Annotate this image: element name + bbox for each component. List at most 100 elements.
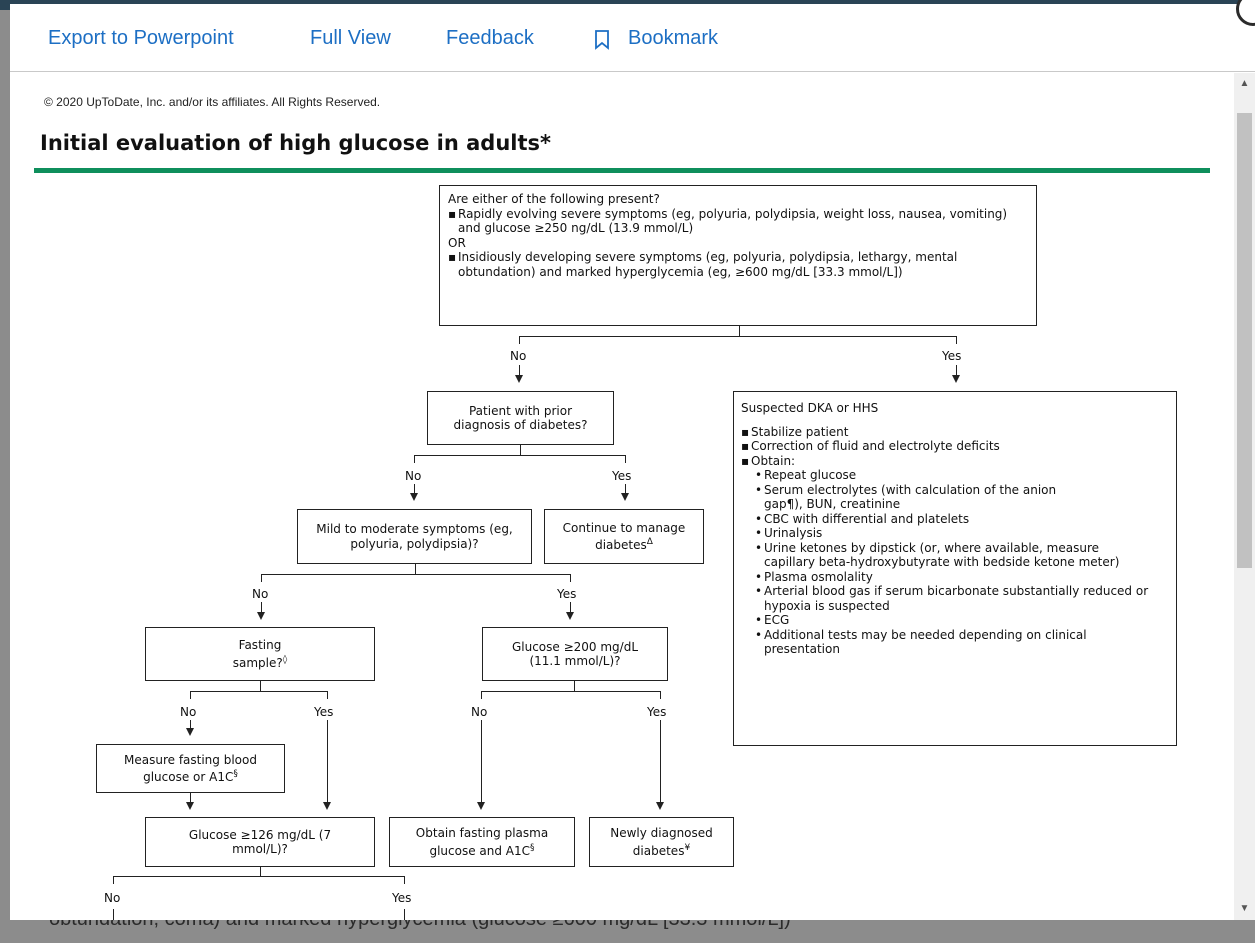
measure-fasting-text: Measure fasting blood glucose or A1C bbox=[124, 752, 257, 785]
close-modal-button[interactable] bbox=[1236, 0, 1255, 26]
arrow bbox=[656, 802, 664, 810]
connector bbox=[570, 574, 571, 582]
fasting-sample-wrap: Fasting sample?◊ bbox=[215, 638, 305, 670]
dka-subitem: Arterial blood gas if serum bicarbonate … bbox=[741, 584, 1171, 613]
fasting-sample-box: Fasting sample?◊ bbox=[145, 627, 375, 681]
prior-diagnosis-box: Patient with prior diagnosis of diabetes… bbox=[427, 391, 614, 445]
connector bbox=[190, 720, 191, 729]
modal-toolbar: Export to Powerpoint Full View Feedback … bbox=[10, 4, 1255, 72]
initial-question-box: Are either of the following present? Rap… bbox=[439, 185, 1037, 326]
dka-subitem: Repeat glucose bbox=[741, 468, 1169, 483]
arrow bbox=[186, 728, 194, 736]
arrow bbox=[410, 493, 418, 501]
dka-heading: Suspected DKA or HHS bbox=[741, 401, 879, 415]
scroll-down-icon[interactable]: ▼ bbox=[1239, 903, 1250, 914]
connector bbox=[481, 691, 661, 692]
initial-question-item: Insidiously developing severe symptoms (… bbox=[448, 250, 1028, 279]
connector bbox=[956, 336, 957, 344]
connector bbox=[519, 336, 520, 344]
connector bbox=[190, 691, 191, 699]
dka-item: Stabilize patient bbox=[741, 425, 1169, 440]
connector bbox=[520, 445, 521, 455]
continue-manage-wrap: Continue to manage diabetesΔ bbox=[559, 521, 689, 553]
scroll-up-icon[interactable]: ▲ bbox=[1239, 78, 1250, 89]
arrow bbox=[515, 375, 523, 383]
connector bbox=[574, 681, 575, 691]
dka-item: Correction of fluid and electrolyte defi… bbox=[741, 439, 1169, 454]
branch-label-yes: Yes bbox=[942, 349, 962, 363]
branch-label-yes: Yes bbox=[392, 891, 412, 905]
newly-diagnosed-box: Newly diagnosed diabetes¥ bbox=[589, 817, 734, 867]
continue-manage-text: Continue to manage diabetes bbox=[562, 520, 686, 553]
branch-label-no: No bbox=[510, 349, 527, 363]
connector bbox=[327, 691, 328, 699]
branch-label-yes: Yes bbox=[557, 587, 577, 601]
arrow bbox=[566, 612, 574, 620]
branch-label-yes: Yes bbox=[647, 705, 667, 719]
obtain-fasting-box: Obtain fasting plasma glucose and A1C§ bbox=[389, 817, 575, 867]
bookmark-link[interactable]: Bookmark bbox=[628, 27, 719, 49]
initial-question-item: Rapidly evolving severe symptoms (eg, po… bbox=[448, 207, 1028, 236]
figure-title: Initial evaluation of high glucose in ad… bbox=[40, 131, 551, 155]
branch-label-no: No bbox=[104, 891, 121, 905]
connector bbox=[625, 484, 626, 494]
dka-item: Obtain: bbox=[741, 454, 1169, 469]
connector bbox=[261, 574, 571, 575]
obtain-fasting-footnote: § bbox=[530, 842, 535, 853]
connector bbox=[113, 876, 114, 884]
initial-question-heading: Are either of the following present? bbox=[448, 192, 660, 206]
connector bbox=[519, 336, 957, 337]
connector bbox=[570, 602, 571, 613]
connector bbox=[260, 681, 261, 691]
bookmark-icon[interactable] bbox=[592, 29, 612, 51]
dka-subitem: Plasma osmolality bbox=[741, 570, 1169, 585]
dka-subitem: Urine ketones by dipstick (or, where ava… bbox=[741, 541, 1136, 570]
branch-label-no: No bbox=[405, 469, 422, 483]
connector bbox=[261, 574, 262, 582]
arrow bbox=[257, 612, 265, 620]
newly-diagnosed-text: Newly diagnosed diabetes bbox=[610, 826, 713, 858]
feedback-link[interactable]: Feedback bbox=[446, 27, 534, 49]
fasting-sample-text: Fasting sample? bbox=[232, 638, 283, 670]
connector bbox=[404, 876, 405, 884]
arrow bbox=[621, 493, 629, 501]
export-powerpoint-link[interactable]: Export to Powerpoint bbox=[48, 27, 234, 49]
prior-diagnosis-text: Patient with prior diagnosis of diabetes… bbox=[453, 403, 588, 433]
mild-symptoms-box: Mild to moderate symptoms (eg, polyuria,… bbox=[297, 509, 532, 564]
vertical-scrollbar[interactable]: ▲ ▼ bbox=[1234, 73, 1255, 920]
connector bbox=[519, 365, 520, 376]
measure-fasting-wrap: Measure fasting blood glucose or A1C§ bbox=[106, 753, 276, 785]
dka-hhs-box: Suspected DKA or HHS Stabilize patient C… bbox=[733, 391, 1177, 746]
connector bbox=[660, 691, 661, 699]
newly-diagnosed-footnote: ¥ bbox=[684, 842, 691, 853]
copyright-text: © 2020 UpToDate, Inc. and/or its affilia… bbox=[44, 95, 381, 109]
measure-fasting-box: Measure fasting blood glucose or A1C§ bbox=[96, 744, 285, 793]
measure-fasting-footnote: § bbox=[233, 769, 238, 779]
scrollbar-thumb[interactable] bbox=[1237, 113, 1252, 568]
figure-content: © 2020 UpToDate, Inc. and/or its affilia… bbox=[10, 73, 1234, 920]
branch-label-yes: Yes bbox=[314, 705, 334, 719]
full-view-link[interactable]: Full View bbox=[310, 27, 391, 49]
continue-manage-box: Continue to manage diabetesΔ bbox=[544, 509, 704, 564]
dka-subitem: CBC with differential and platelets bbox=[741, 512, 1169, 527]
arrow bbox=[186, 802, 194, 810]
dka-subitem: Urinalysis bbox=[741, 526, 1169, 541]
connector bbox=[327, 720, 328, 803]
glucose-126-text: Glucose ≥126 mg/dL (7 mmol/L)? bbox=[188, 827, 332, 857]
mild-symptoms-text: Mild to moderate symptoms (eg, polyuria,… bbox=[316, 522, 513, 551]
glucose-200-box: Glucose ≥200 mg/dL (11.1 mmol/L)? bbox=[482, 627, 668, 681]
arrow bbox=[477, 802, 485, 810]
branch-label-no: No bbox=[180, 705, 197, 719]
branch-label-yes: Yes bbox=[612, 469, 632, 483]
connector bbox=[404, 909, 405, 920]
branch-label-no: No bbox=[471, 705, 488, 719]
branch-label-no: No bbox=[252, 587, 269, 601]
glucose-126-box: Glucose ≥126 mg/dL (7 mmol/L)? bbox=[145, 817, 375, 867]
connector bbox=[414, 455, 415, 463]
connector bbox=[113, 876, 405, 877]
dka-subitem: Serum electrolytes (with calculation of … bbox=[741, 483, 1081, 512]
connector bbox=[739, 326, 740, 336]
figure-modal: Export to Powerpoint Full View Feedback … bbox=[10, 0, 1255, 920]
connector bbox=[481, 720, 482, 803]
connector bbox=[113, 909, 114, 920]
